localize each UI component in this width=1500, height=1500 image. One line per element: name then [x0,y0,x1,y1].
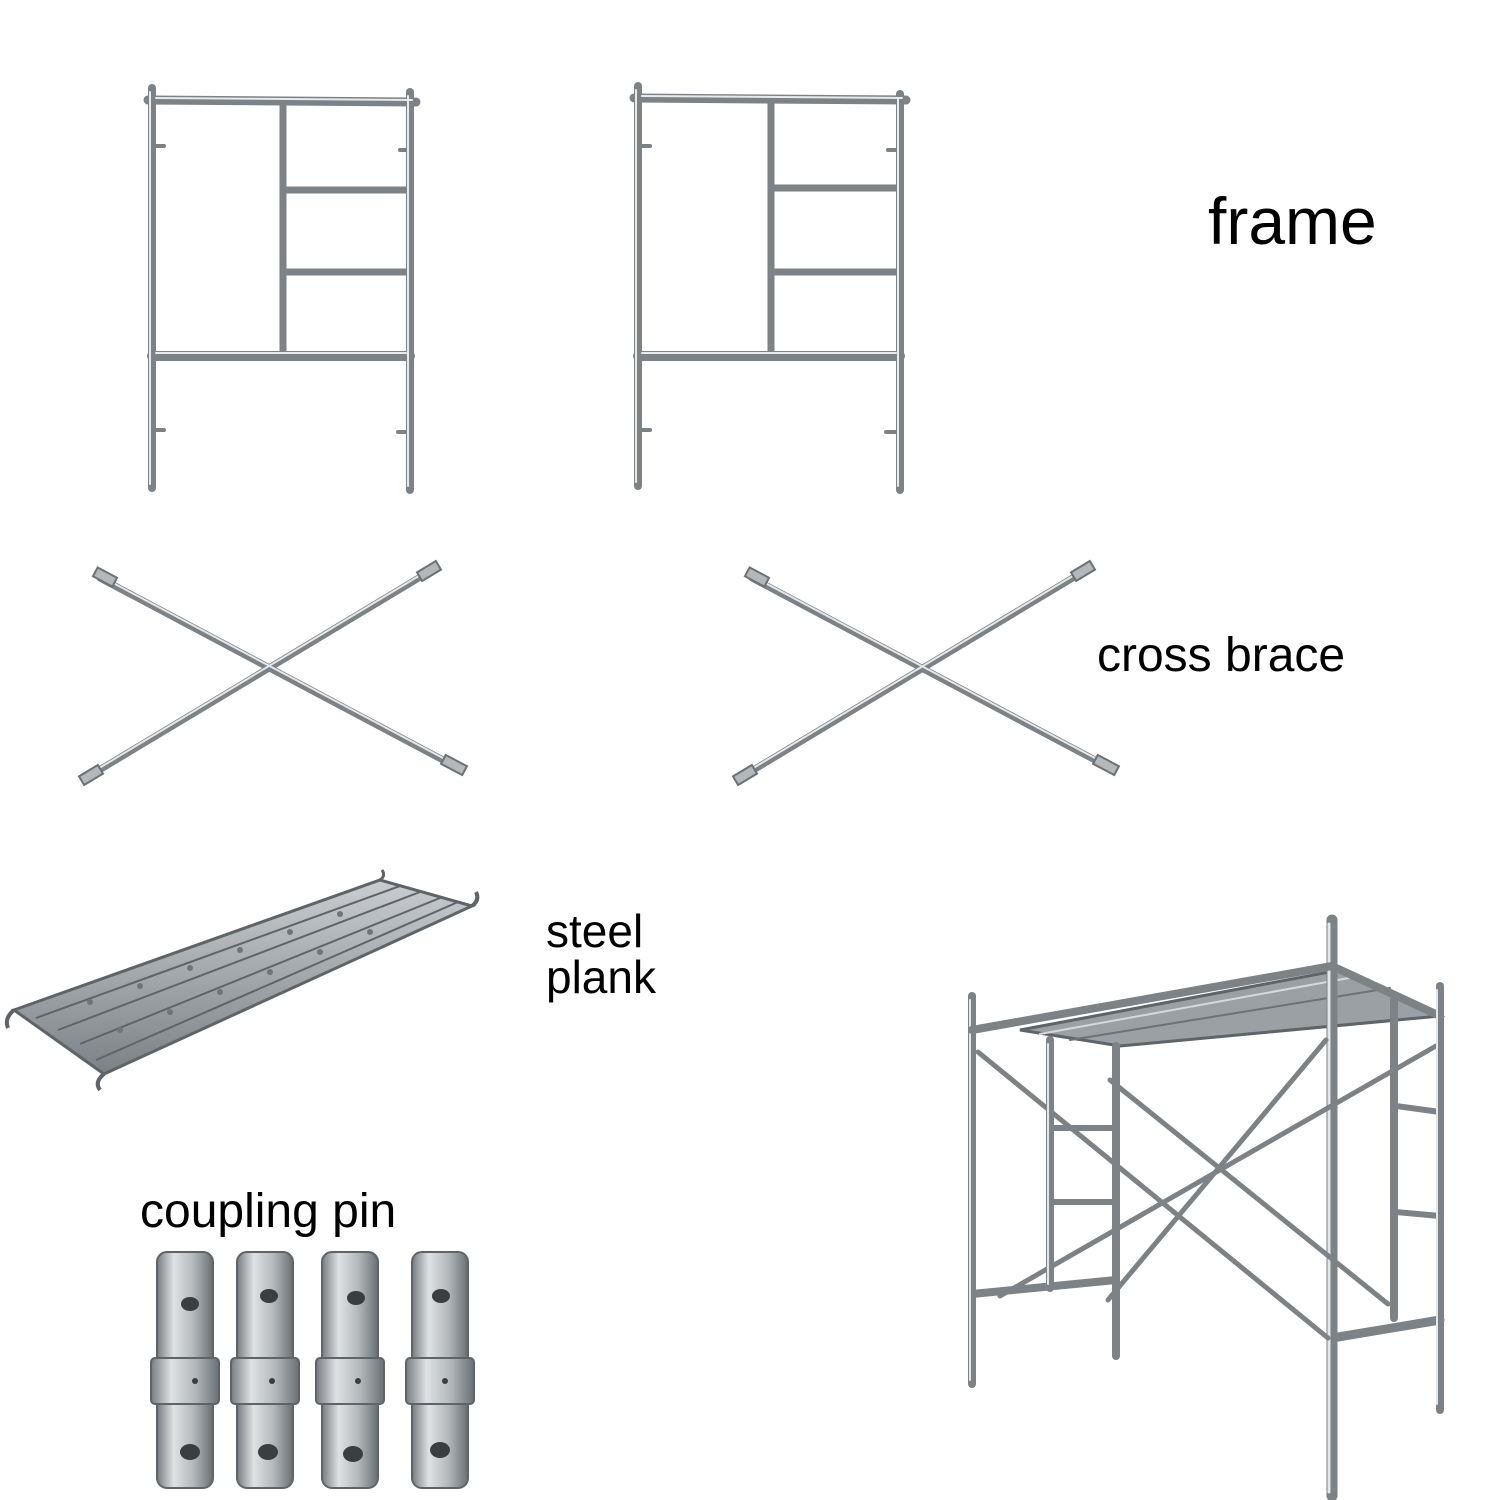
frame-left-highlight [149,91,413,487]
scaffold-frame-left [143,84,421,494]
frame-right-highlight [635,89,903,487]
coupling-pins [150,1251,475,1489]
coupling-pin-3 [315,1251,385,1489]
steel-plank [4,869,480,1092]
cross-brace-left [77,559,469,787]
coupling-pin-2 [230,1251,300,1489]
frame-label: frame [1208,184,1377,258]
scaffold-frame-right [629,82,911,494]
cross-brace-label: cross brace [1097,629,1346,682]
coupling-pin-label: coupling pin [140,1185,397,1238]
coupling-pin-1 [150,1251,220,1489]
steel-plank-label-line2: plank [546,951,656,1003]
steel-plank-label-line1: steel [546,905,644,957]
coupling-pin-4 [405,1251,475,1489]
cross-brace-right [731,559,1121,787]
assembled-scaffold [968,914,1446,1500]
steel-plank-label: steel plank [546,908,656,1000]
